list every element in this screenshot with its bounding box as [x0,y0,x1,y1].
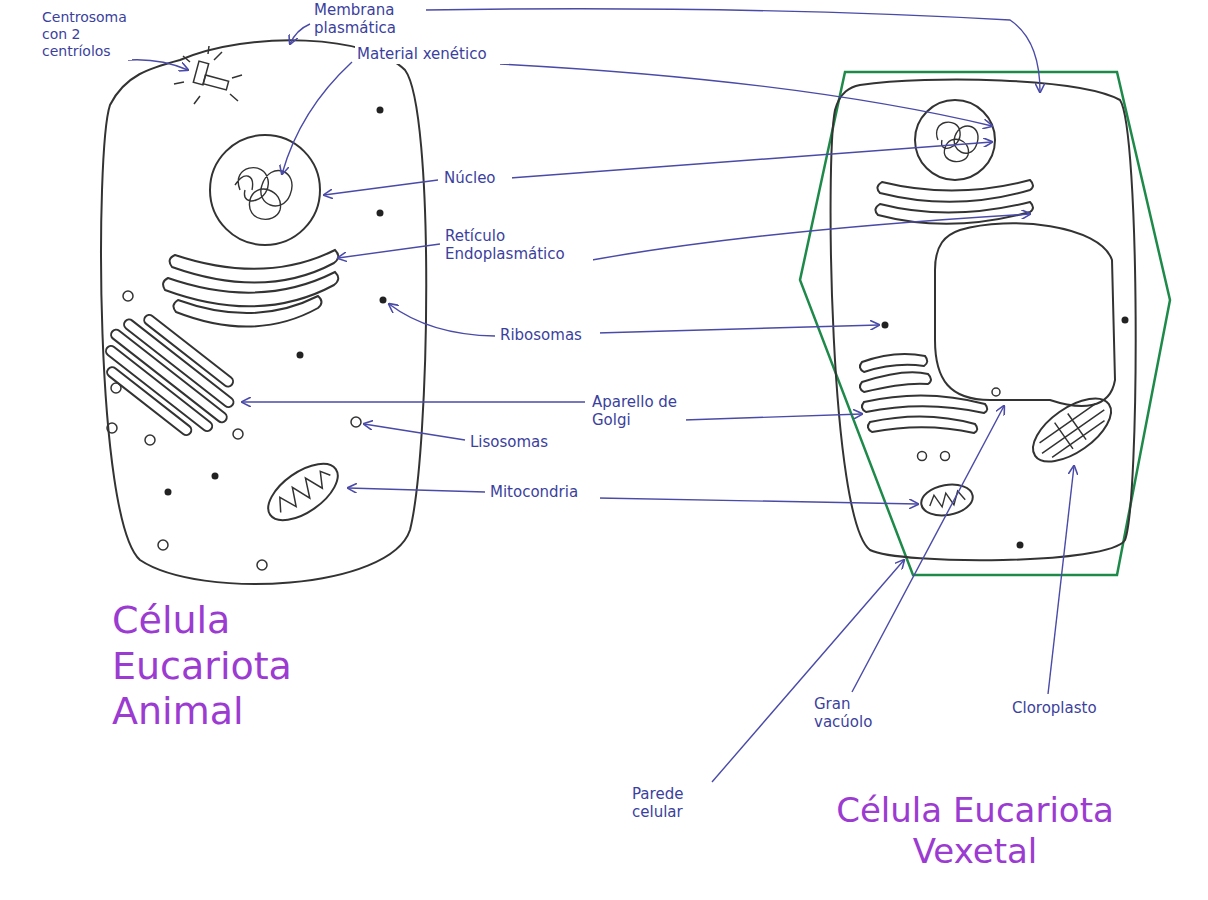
endoplasmic-reticulum [163,272,338,306]
golgi-apparatus [89,302,248,449]
organelle-label: Cloroplasto [1010,698,1124,718]
ribosome [1122,317,1129,324]
thylakoids [1032,395,1113,465]
centriole [203,75,229,90]
chloroplast [1023,386,1122,474]
leader-line [852,406,1004,692]
mitochondrion-cristae [928,490,966,509]
ribosome [1017,542,1024,549]
organelle-label: Lisosomas [468,432,568,452]
leader-line [597,325,879,333]
golgi-cisterna [122,318,235,410]
leader-line [598,498,918,504]
leader-line [128,60,188,70]
organelle-label: Retículo Endoplasmático [443,226,593,264]
leader-line [510,142,992,178]
leader-line [425,9,1040,92]
chloroplast-outer [1023,386,1122,474]
organelle-label: Aparello de Golgi [590,392,686,430]
plant-membrane [831,80,1136,561]
endoplasmic-reticulum [877,180,1033,202]
leader-line [500,64,992,126]
lysosome [145,435,155,445]
cell-wall [800,72,1170,575]
animal-mitochondrion [259,453,347,532]
leader-line [290,24,310,44]
lysosome [107,423,117,433]
lysosome [158,540,168,550]
ribosome [882,322,889,329]
centrosome [174,46,242,104]
leader-line [712,560,904,782]
ribosome [297,352,304,359]
lysosome [941,452,950,461]
leader-line [348,488,485,492]
lysosome [257,560,267,570]
golgi-cisterna [860,354,927,372]
organelle-label: Centrosoma con 2 centríolos [40,8,132,60]
leader-line [282,62,352,174]
lysosome [233,429,243,439]
endoplasmic-reticulum [875,202,1033,224]
endoplasmic-reticulum [173,296,321,327]
endoplasmic-reticulum [170,250,339,283]
organelle-label: Material xenético [355,44,509,64]
plant-cell [831,80,1136,561]
lysosome [351,417,361,427]
ribosome [165,489,172,496]
central-vacuole [935,223,1115,406]
leader-line [389,304,495,336]
aster-rays [174,46,242,104]
organelle-label: Núcleo [442,168,512,188]
lysosome [111,383,121,393]
animal-ribosomes [165,107,387,496]
plant-ribosomes [882,317,1129,549]
leader-line [684,414,862,420]
organelle-label: Membrana plasmática [312,0,426,38]
leader-line [338,244,440,258]
lysosome [918,452,927,461]
mitochondrion-cristae [273,465,335,516]
lysosome [992,388,1000,396]
genetic-material [235,168,292,220]
ribosome [212,473,219,480]
animal-membrane [101,40,426,584]
centriole [193,61,208,85]
ribosome [377,210,384,217]
organelle-label: Gran vacúolo [812,694,900,732]
leader-line [364,424,465,440]
cell-title: Célula Eucariota Animal [112,598,352,735]
cell-title: Célula Eucariota Vexetal [780,790,1170,872]
golgi-cisterna [868,416,977,433]
organelle-label: Mitocondria [488,482,600,502]
ribosome [377,107,384,114]
leader-line [324,180,438,195]
organelle-label: Ribosomas [498,325,600,345]
lysosomes [107,291,361,570]
genetic-material [937,122,978,161]
leader-line [1048,466,1074,694]
golgi-cisterna [862,395,987,413]
animal-nucleus [210,135,320,245]
animal-cell [89,40,426,584]
golgi-apparatus [860,354,987,433]
lysosome [123,291,133,301]
organelle-label: Parede celular [630,784,718,822]
leader-line [592,214,1030,260]
golgi-cisterna [860,372,931,392]
mitochondrion-outer [259,453,347,532]
ribosome [380,297,387,304]
golgi-cisterna [105,365,193,437]
golgi-cisterna [104,344,214,433]
leader-line [242,401,585,402]
